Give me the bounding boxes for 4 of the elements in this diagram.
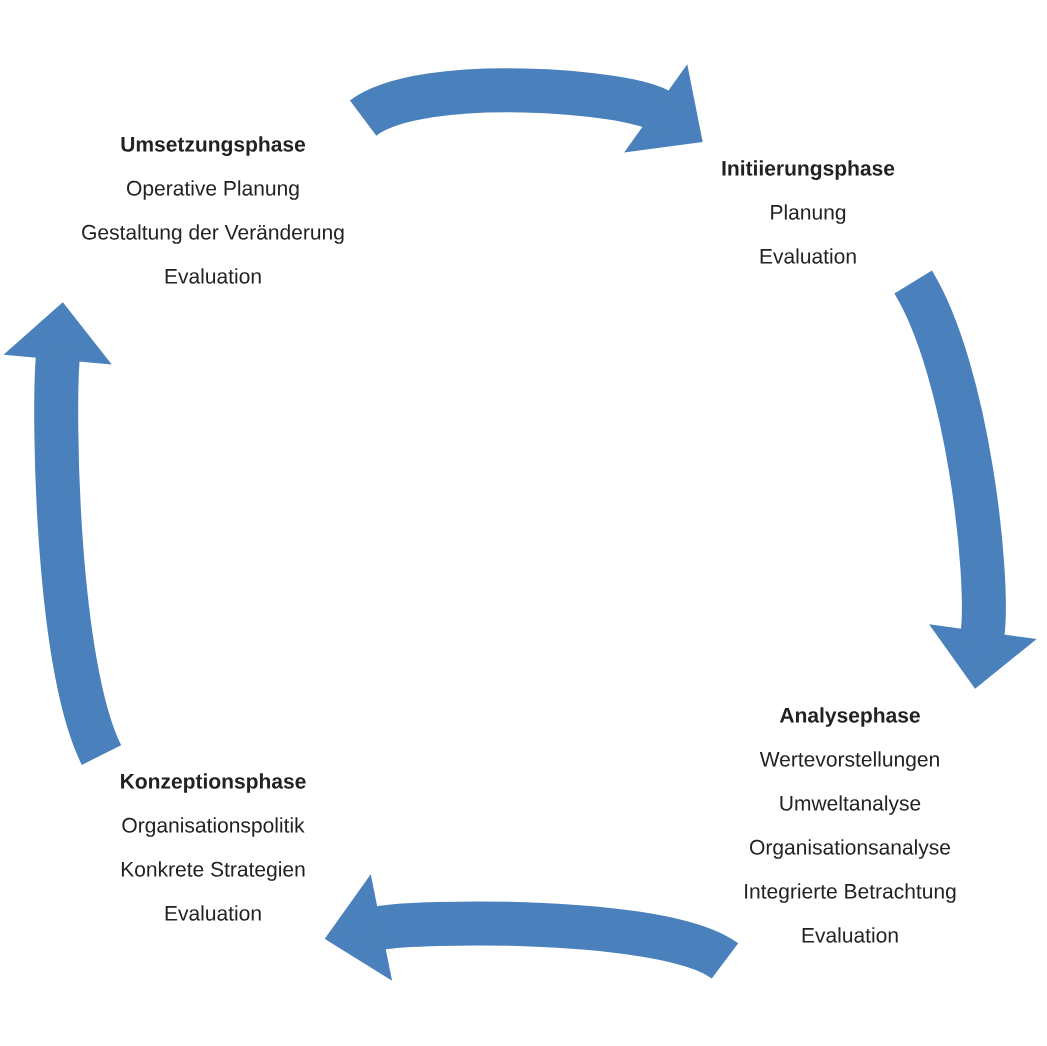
phase-text: Konzeptionsphase Organisationspolitik Konkrete Strategien Evaluation [121, 773, 306, 921]
phase-text: Initiierungsphase Planung Evaluation [722, 160, 895, 264]
phase-text: Umsetzungsphase Operative Planung Gestaltung der Veränderung Evaluation [82, 136, 344, 284]
phase-text: Analysephase Wertevorstellungen Umweltanalyse Organisationsanalyse Integrierte Betrachtung Evaluation [745, 707, 956, 943]
